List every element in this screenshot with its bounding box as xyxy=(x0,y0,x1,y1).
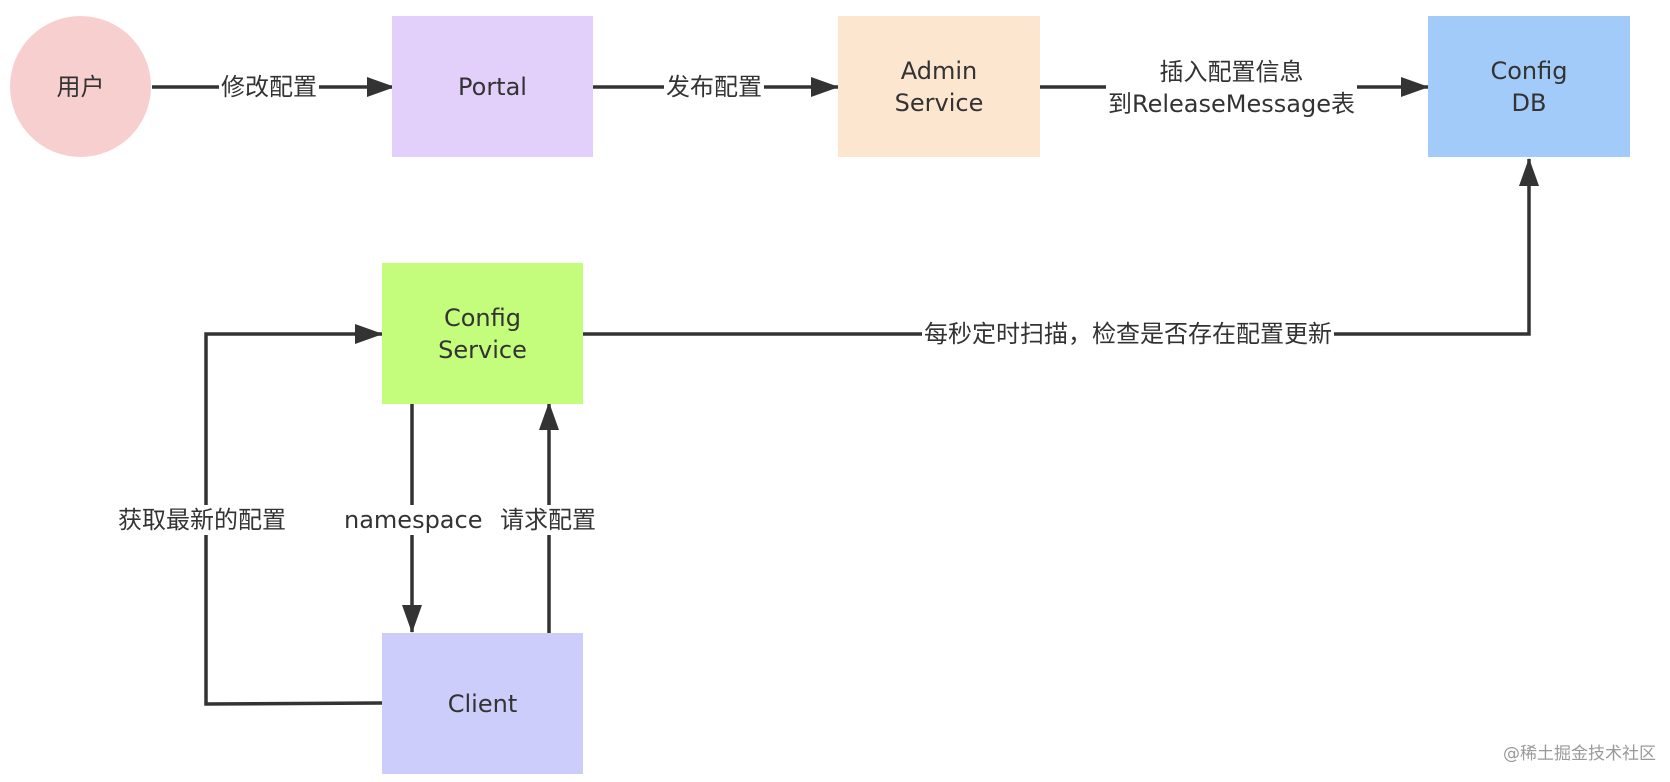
node-user: 用户 xyxy=(10,16,151,157)
edge-label-publish: 发布配置 xyxy=(664,72,764,102)
edge-label-fetch-latest: 获取最新的配置 xyxy=(116,505,288,535)
node-admin-service-line1: Admin xyxy=(900,56,978,85)
node-user-label: 用户 xyxy=(56,72,105,101)
edge-configservice-configdb xyxy=(583,158,1539,336)
edge-label-modify: 修改配置 xyxy=(219,72,319,102)
edge-label-request: 请求配置 xyxy=(498,505,598,535)
node-config-db: Config DB xyxy=(1428,16,1630,157)
edge-label-insert-line1: 插入配置信息 xyxy=(1159,58,1304,86)
node-client: Client xyxy=(382,633,583,774)
edge-label-namespace: namespace xyxy=(342,505,485,535)
node-portal: Portal xyxy=(392,16,593,157)
node-client-label: Client xyxy=(447,689,518,718)
node-config-db-line1: Config xyxy=(1490,56,1568,85)
edge-label-scan: 每秒定时扫描，检查是否存在配置更新 xyxy=(922,319,1334,349)
node-config-db-line2: DB xyxy=(1511,88,1547,117)
watermark: @稀土掘金技术社区 xyxy=(1503,744,1656,764)
node-config-service-line1: Config xyxy=(443,303,521,332)
node-portal-label: Portal xyxy=(458,72,527,101)
edge-label-insert: 插入配置信息 到ReleaseMessage表 xyxy=(1106,56,1357,120)
node-config-service-line2: Service xyxy=(438,335,527,364)
node-admin-service: Admin Service xyxy=(838,16,1040,157)
node-config-service: Config Service xyxy=(382,263,583,404)
node-admin-service-line2: Service xyxy=(894,88,984,117)
edge-label-insert-line2: 到ReleaseMessage表 xyxy=(1108,90,1355,118)
